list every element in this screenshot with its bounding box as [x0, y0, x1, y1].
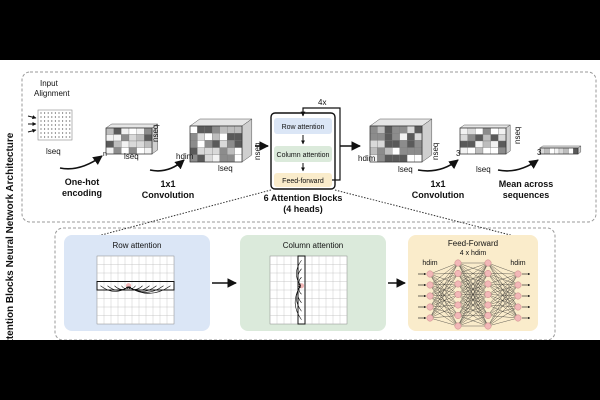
out-lseq-label: lseq: [398, 165, 413, 174]
ff-node: [454, 280, 462, 288]
ff-node: [426, 270, 434, 278]
conv1-nseq-label: nseq: [253, 143, 262, 160]
blocks-caption-1: 6 Attention Blocks: [264, 193, 343, 203]
repeat-loop-arrow: [300, 107, 341, 181]
block-output-tensor: [369, 118, 433, 163]
feed-forward-in-label: hdim: [422, 260, 437, 267]
column-attention-grid: [269, 255, 348, 325]
input-alignment-grid: [37, 109, 73, 141]
conv1-caption-1: 1x1: [160, 179, 175, 189]
one-hot-caption-2: encoding: [62, 188, 102, 198]
ff-node: [454, 322, 462, 330]
conv1-hdim-label: hdim: [176, 152, 194, 161]
block-feed-forward: [274, 173, 332, 187]
column-attention-title: Column attention: [283, 241, 343, 250]
side-label-attention: Attention Blocks: [5, 270, 16, 340]
arrow-conv1: [149, 159, 185, 172]
ff-node: [484, 280, 492, 288]
out-hdim-label: hdim: [358, 154, 376, 163]
block-row-label: Row attention: [282, 124, 325, 131]
block-row-attention: [274, 118, 332, 134]
figure-canvas: Neural Network Architecture Attention Bl…: [0, 60, 600, 340]
ff-node: [426, 314, 434, 322]
ff-node: [484, 259, 492, 267]
feed-forward-out-label: hdim: [510, 260, 525, 267]
ff-node: [454, 301, 462, 309]
out-nseq-label: nseq: [431, 143, 440, 160]
side-label-architecture: Neural Network Architecture: [5, 132, 16, 267]
feed-forward-title: Feed-Forward: [448, 239, 498, 248]
ff-node: [426, 303, 434, 311]
blocks-caption-2: (4 heads): [283, 204, 323, 214]
one-hot-n-label: n: [103, 151, 107, 158]
ff-node: [514, 314, 522, 322]
mean-caption-2: sequences: [503, 190, 550, 200]
ff-node: [454, 259, 462, 267]
one-hot-nseq-label: nseq: [151, 125, 160, 142]
feed-forward-hidden-label: 4 x hdim: [460, 250, 487, 257]
one-hot-caption-1: One-hot: [65, 177, 100, 187]
conv1-lseq-label: lseq: [218, 164, 233, 173]
ff-node: [514, 281, 522, 289]
repeat-label: 4x: [318, 98, 326, 107]
input-label-line2: Alignment: [34, 89, 70, 98]
ff-node: [484, 322, 492, 330]
architecture-diagram: Neural Network Architecture Attention Bl…: [5, 71, 597, 340]
ff-node: [426, 281, 434, 289]
block-column-label: Column attention: [277, 152, 330, 159]
row-attention-title: Row attention: [113, 241, 162, 250]
conv2-three-label: 3: [456, 149, 461, 158]
input-row-arrows: [27, 115, 37, 133]
one-hot-tensor: [105, 123, 159, 155]
mean-caption-1: Mean across: [499, 179, 554, 189]
conv2-lseq-label: lseq: [476, 165, 491, 174]
ff-node: [484, 291, 492, 298]
conv2-caption-1: 1x1: [430, 179, 445, 189]
ff-node: [484, 301, 492, 309]
input-lseq-label: lseq: [46, 147, 61, 156]
arrow-one-hot: [59, 155, 103, 170]
column-attention-arcs: [294, 255, 306, 325]
architecture-panel: [21, 71, 597, 223]
ff-node: [454, 270, 462, 277]
mean-three-label: 3: [537, 148, 542, 157]
conv2-caption-2: Convolution: [412, 190, 465, 200]
ff-node: [426, 292, 434, 300]
ff-node: [514, 303, 522, 311]
ff-node: [454, 312, 462, 319]
ff-node: [514, 292, 522, 300]
mean-output-tensor: [539, 145, 582, 155]
conv1-caption-2: Convolution: [142, 190, 195, 200]
ff-node: [514, 270, 522, 278]
ff-node: [484, 312, 492, 319]
conv1-tensor: [189, 118, 253, 163]
ff-node: [484, 270, 492, 277]
conv2-nseq-label: nseq: [513, 127, 522, 144]
block-column-attention: [274, 146, 332, 162]
one-hot-lseq-label: lseq: [124, 152, 139, 161]
feed-forward-network: [418, 259, 531, 330]
ff-node: [454, 291, 462, 298]
zoom-line-right: [334, 189, 523, 239]
conv2-tensor: [459, 124, 511, 155]
ff-connections: [429, 262, 519, 327]
input-label-line1: Input: [40, 79, 59, 88]
attention-block-stack: Row attention Column attention Feed-forw…: [270, 98, 341, 190]
attention-panel: [54, 227, 556, 340]
zoom-line-left: [89, 189, 272, 239]
arrow-mean: [497, 159, 539, 172]
row-attention-arcs: [96, 281, 175, 294]
block-ff-label: Feed-forward: [282, 178, 324, 185]
arrow-conv2: [417, 159, 459, 172]
